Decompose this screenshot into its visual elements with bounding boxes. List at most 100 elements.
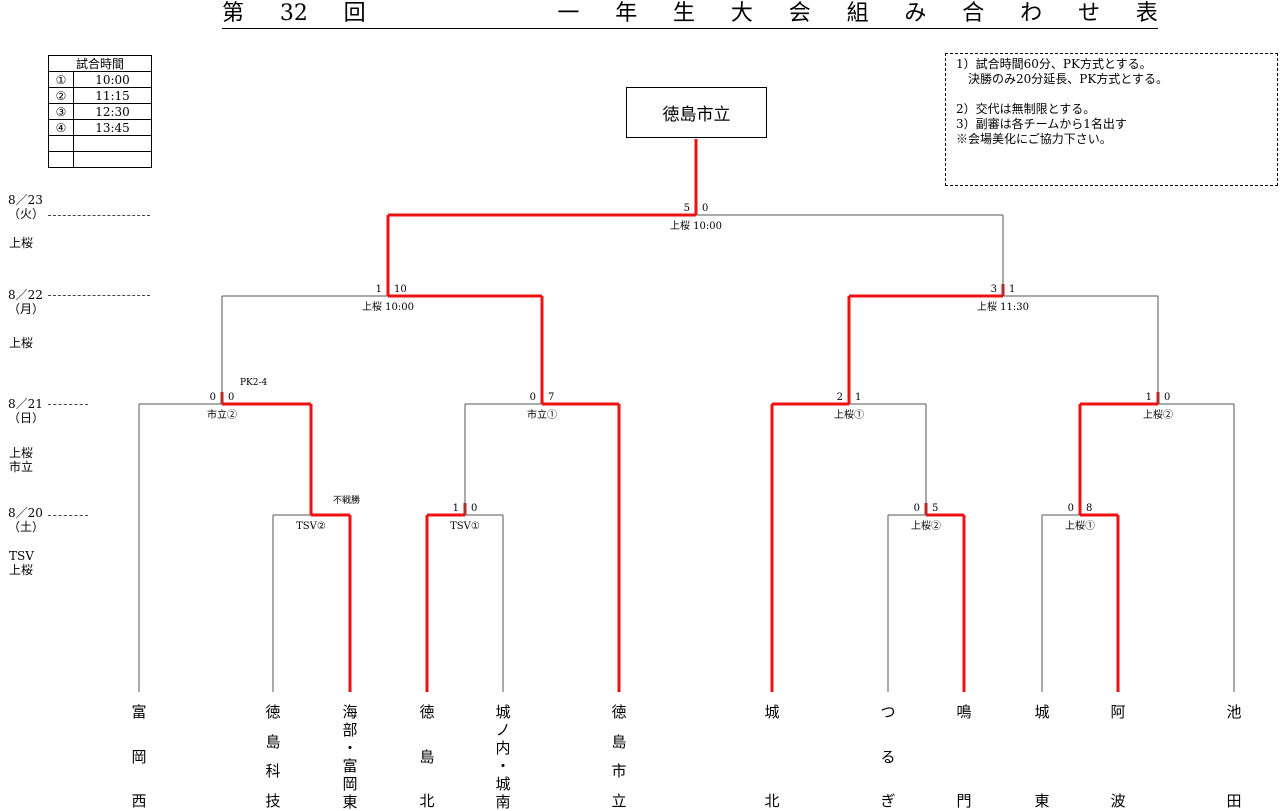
match-score-right: 5 [932, 503, 938, 514]
team-name: 城ノ内・城南 [491, 703, 515, 811]
team-name-char: 城 [764, 703, 780, 721]
match-score-left: 0 [914, 503, 920, 514]
match-venue: 上桜① [1065, 519, 1095, 532]
day-date: 8／23 [8, 193, 43, 207]
match-score-right: 不戦勝 [333, 494, 360, 506]
match-score-left: 0 [1068, 503, 1074, 514]
team-name-char: 田 [1226, 792, 1242, 810]
rule-line: 1）試合時間60分、PK方式とする。 [956, 57, 1152, 71]
title-char: 第 [222, 1, 245, 26]
venue-name: 上桜 [9, 563, 34, 577]
match-score-right: 0 [702, 203, 708, 214]
team-name-char: 島 [419, 747, 435, 766]
team-name: 徳島科技 [261, 703, 285, 810]
day-divider [48, 404, 88, 405]
team-name-char: つ [880, 703, 896, 721]
team-name-char: 東 [1034, 792, 1050, 810]
team-name-char: 島 [265, 732, 281, 751]
title-char: 一 [557, 1, 580, 26]
team-name-char: る [880, 747, 896, 766]
team-name-char: 岡 [342, 775, 358, 793]
match-score-right: 0 [228, 392, 234, 403]
team-name-char: 技 [265, 791, 281, 810]
title-char: 組 [846, 1, 869, 26]
match-score-right: 0 [1164, 392, 1170, 403]
match-venue: TSV② [296, 521, 326, 532]
match-venue: 市立② [207, 408, 237, 421]
schedule-slot-time: 11:15 [73, 87, 152, 104]
day-date: 8／20 [8, 506, 43, 520]
team-name-char: 岡 [131, 747, 147, 766]
team-name-char: 城 [495, 703, 511, 721]
rule-line: ※会場美化にご協力下さい。 [956, 132, 1112, 146]
team-name-char: ぎ [880, 792, 896, 810]
venue-name: 上桜 [9, 446, 34, 460]
team-name-char: 徳 [419, 703, 435, 721]
match-score-right: 8 [1086, 503, 1092, 514]
schedule-slot-time: 13:45 [73, 119, 152, 136]
venue-name: 上桜 [9, 336, 34, 350]
title-char: 回 [343, 1, 366, 26]
team-name-char: 西 [131, 792, 147, 810]
match-score-right: 1 [855, 392, 861, 403]
day-venues: 上桜市立 [9, 446, 33, 474]
team-name-char: 東 [342, 793, 358, 811]
match-score-left: 1 [453, 503, 459, 514]
title-char: 合 [962, 1, 985, 26]
team-name-char: 富 [131, 703, 147, 721]
title-char: み [904, 1, 927, 26]
schedule-slot-time: 12:30 [73, 103, 152, 120]
rule-line: 決勝のみ20分延長、PK方式とする。 [956, 72, 1168, 86]
team-name-char: 波 [1110, 792, 1126, 810]
team-name-char: 富 [342, 757, 358, 775]
rules-notes: 1）試合時間60分、PK方式とする。 決勝のみ20分延長、PK方式とする。2）交… [945, 53, 1278, 186]
match-score-left: 2 [837, 392, 843, 403]
day-weekday: （月） [8, 302, 45, 316]
title-char: 年 [615, 1, 638, 26]
day-weekday: （土） [8, 520, 45, 534]
team-name-char: 部 [342, 721, 358, 739]
team-name: 徳島北 [415, 703, 439, 810]
team-name: 城北 [760, 703, 784, 810]
team-name: 徳島市立 [607, 703, 631, 810]
team-name-char: 海 [342, 703, 358, 721]
title-char: 表 [1135, 1, 1158, 26]
match-venue: 上桜 10:00 [670, 219, 722, 232]
venue-name: 上桜 [9, 236, 34, 250]
team-name-char: ノ [495, 721, 511, 739]
day-label: 8／20（土） [8, 506, 44, 534]
day-divider [48, 515, 88, 516]
team-name: 鳴門 [952, 703, 976, 810]
team-name-char: 北 [419, 792, 435, 810]
venue-name: 市立 [9, 460, 34, 474]
rule-line: 3）副審は各チームから1名出す [956, 117, 1127, 131]
venue-name: TSV [9, 549, 34, 563]
team-name-char: 内 [495, 739, 511, 757]
team-name-char: 徳 [611, 703, 627, 721]
match-score-left: 5 [684, 203, 690, 214]
team-name: 富岡西 [127, 703, 151, 810]
day-label: 8／21（日） [8, 397, 44, 425]
team-name: 池田 [1222, 703, 1246, 810]
team-name-char: ・ [495, 757, 511, 775]
day-date: 8／21 [8, 397, 43, 411]
team-name-char: 池 [1226, 703, 1242, 721]
schedule-row [48, 151, 152, 168]
title-char: 大 [730, 1, 753, 26]
match-note: PK2-4 [240, 378, 268, 388]
match-venue: 上桜 10:00 [362, 300, 414, 313]
team-name-char: 鳴 [956, 703, 972, 721]
team-name-char: ・ [342, 739, 358, 757]
day-date: 8／22 [8, 288, 43, 302]
match-score-left: 0 [210, 392, 216, 403]
day-label: 8／22（月） [8, 288, 44, 316]
team-name-char: 南 [495, 793, 511, 811]
match-venue: 上桜② [911, 519, 941, 532]
team-name: 阿波 [1106, 703, 1130, 810]
